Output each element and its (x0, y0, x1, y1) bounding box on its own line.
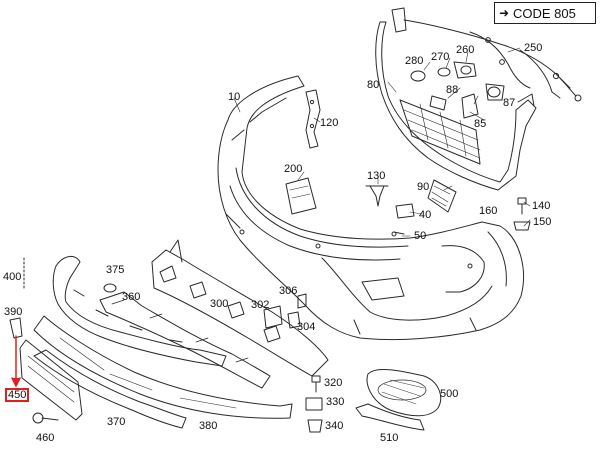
clip-130 (365, 185, 389, 207)
part-label-88: 88 (446, 84, 459, 96)
highlight-box-450 (5, 388, 29, 402)
fasteners-320-340 (305, 375, 323, 433)
bumper-cover (217, 75, 524, 341)
part-label-370: 370 (107, 416, 126, 428)
part-label-300: 300 (210, 298, 229, 310)
part-label-150: 150 (533, 216, 552, 228)
part-label-510: 510 (380, 432, 399, 444)
part-label-380: 380 (199, 420, 218, 432)
part-label-330: 330 (326, 396, 345, 408)
part-label-130: 130 (367, 170, 386, 182)
part-label-375: 375 (106, 264, 125, 276)
screw-460 (32, 412, 59, 424)
part-label-90: 90 (417, 181, 430, 193)
part-label-85: 85 (474, 118, 487, 130)
leader-lines (233, 47, 531, 237)
module-200 (285, 177, 317, 215)
part-label-304: 304 (297, 321, 316, 333)
washer-375 (103, 283, 117, 293)
beam-300 (151, 239, 329, 377)
parts-40-50 (391, 203, 415, 237)
part-label-120: 120 (320, 117, 339, 129)
part-label-50: 50 (414, 230, 427, 242)
part-label-280: 280 (405, 55, 424, 67)
clip-390 (9, 317, 23, 339)
plate-bracket-450 (19, 339, 83, 421)
part-label-450: 450 (8, 389, 27, 401)
fog-grille-500 (366, 369, 442, 417)
spoiler-380 (33, 315, 293, 419)
fasteners-140-150 (513, 197, 531, 231)
sensor-parts (410, 61, 505, 119)
trim-370 (33, 349, 187, 429)
part-label-390: 390 (4, 306, 23, 318)
wiring-harness (403, 19, 582, 102)
part-label-460: 460 (36, 432, 55, 444)
part-label-10: 10 (228, 91, 241, 103)
part-label-320: 320 (324, 377, 343, 389)
part-label-87: 87 (503, 97, 516, 109)
part-label-340: 340 (325, 420, 344, 432)
grille-carrier (375, 7, 537, 191)
part-label-400: 400 (3, 271, 22, 283)
trim-510 (355, 403, 425, 431)
part-label-250: 250 (524, 42, 543, 54)
part-label-200: 200 (284, 163, 303, 175)
grille-90 (427, 179, 457, 213)
part-label-40: 40 (419, 209, 432, 221)
code-label-box: ➜ CODE 805 (494, 2, 596, 24)
part-label-306: 306 (279, 285, 298, 297)
code-label: CODE 805 (513, 5, 576, 21)
part-label-500: 500 (440, 388, 459, 400)
absorber-400 (23, 256, 227, 367)
part-label-270: 270 (431, 51, 450, 63)
part-label-80: 80 (367, 79, 380, 91)
part-label-140: 140 (532, 200, 551, 212)
cross-member-360 (99, 291, 271, 389)
arrow-right-icon: ➜ (498, 6, 510, 20)
part-label-302: 302 (251, 299, 270, 311)
brackets-302-306 (263, 293, 307, 329)
part-label-160: 160 (479, 205, 498, 217)
part-label-260: 260 (456, 44, 475, 56)
bracket-120 (305, 89, 321, 149)
part-label-360: 360 (122, 291, 141, 303)
highlight-arrow (11, 335, 21, 387)
